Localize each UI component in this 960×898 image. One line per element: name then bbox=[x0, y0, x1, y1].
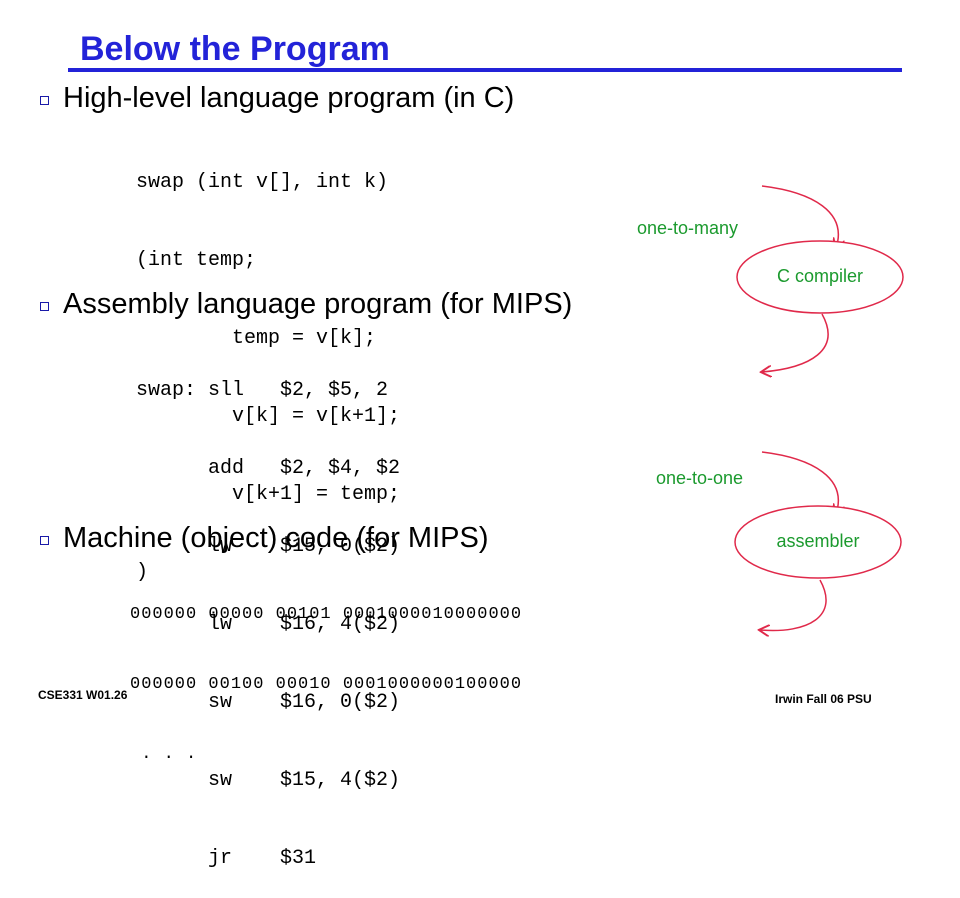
compiler-ellipse bbox=[736, 240, 904, 314]
code-line: (int temp; bbox=[136, 249, 257, 272]
arrow-into-compiler bbox=[761, 185, 838, 248]
code-line: sw $16, 0($2) bbox=[136, 691, 401, 714]
slide-title: Below the Program bbox=[80, 30, 390, 68]
code-line: 000000 00000 00101 0001000010000000 bbox=[130, 605, 523, 624]
one-to-many-label: one-to-many bbox=[637, 218, 739, 238]
assembler-ellipse bbox=[734, 505, 902, 579]
c-code-block: swap (int v[], int k) (int temp; temp = … bbox=[136, 118, 400, 612]
arrow-out-of-assembler bbox=[760, 579, 827, 631]
bullet-text: Machine (object) code (for MIPS) bbox=[63, 521, 489, 554]
code-line: temp = v[k]; bbox=[136, 327, 377, 350]
code-line: lw $15, 0($2) bbox=[136, 535, 401, 558]
assembler-label: assembler bbox=[776, 531, 860, 551]
translation-diagram bbox=[734, 185, 904, 720]
footer-author: Irwin Fall 06 PSU bbox=[775, 692, 872, 706]
bullet-assembly-program: Assembly language program (for MIPS) bbox=[40, 286, 572, 322]
title-underline bbox=[68, 68, 902, 72]
code-line: v[k] = v[k+1]; bbox=[136, 405, 401, 428]
bullet-c-program: High-level language program (in C) bbox=[40, 80, 514, 116]
footer-course-id: CSE331 W01.26 bbox=[38, 688, 128, 702]
code-line: add $2, $4, $2 bbox=[136, 457, 401, 480]
code-line: jr $31 bbox=[136, 847, 317, 870]
square-bullet-icon bbox=[40, 96, 49, 105]
code-line: ) bbox=[136, 561, 149, 584]
code-line: v[k+1] = temp; bbox=[136, 483, 401, 506]
code-line: 000000 00100 00010 0001000000100000 bbox=[130, 675, 523, 694]
c-compiler-label: C compiler bbox=[776, 266, 864, 286]
arrow-into-assembler bbox=[761, 451, 838, 514]
bullet-text: High-level language program (in C) bbox=[63, 81, 515, 114]
bullet-machine-code: Machine (object) code (for MIPS) bbox=[40, 520, 488, 556]
one-to-one-label: one-to-one bbox=[656, 468, 744, 488]
arrow-out-of-compiler bbox=[762, 313, 829, 372]
code-line: swap (int v[], int k) bbox=[136, 171, 389, 194]
code-line: lw $16, 4($2) bbox=[136, 613, 401, 636]
square-bullet-icon bbox=[40, 302, 49, 311]
code-line: . . . bbox=[130, 745, 198, 764]
code-line: swap: sll $2, $5, 2 bbox=[136, 379, 389, 402]
bullet-text: Assembly language program (for MIPS) bbox=[63, 287, 573, 320]
square-bullet-icon bbox=[40, 536, 49, 545]
